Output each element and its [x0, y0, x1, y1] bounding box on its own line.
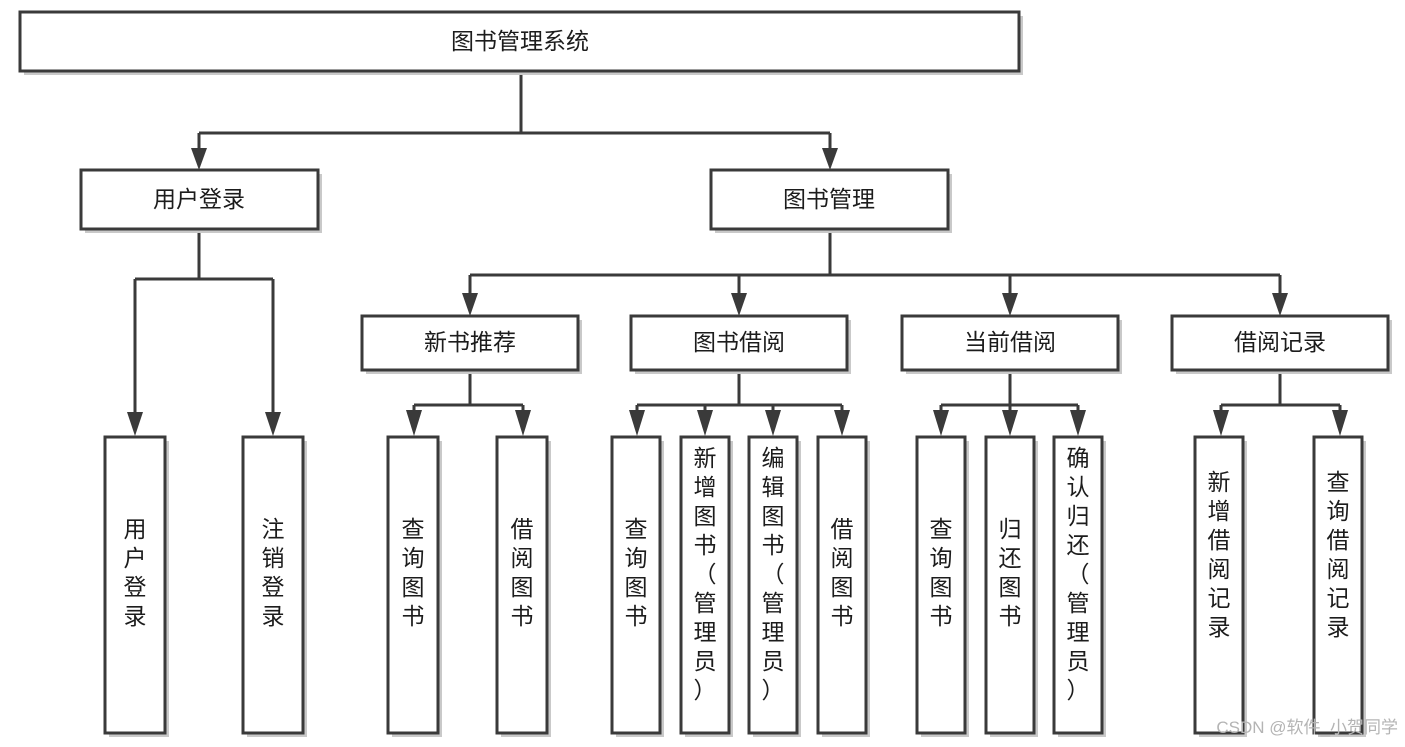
node-leaf-edit-book[interactable]: 编辑图书（管理员） — [747, 435, 801, 737]
arrowhead-leaf-query-book-1 — [406, 410, 422, 436]
node-leaf-return-book[interactable]: 归还图书 — [984, 435, 1038, 737]
node-user-login-box[interactable] — [79, 168, 320, 231]
node-leaf-query-record[interactable]: 查询借阅记录 — [1312, 435, 1366, 737]
node-leaf-query-book-2[interactable]: 查询图书 — [610, 435, 664, 737]
connector-layer — [127, 75, 1348, 436]
node-leaf-borrow-book-2-label: 借阅图书 — [831, 516, 854, 629]
node-leaf-user-login-box[interactable] — [103, 435, 167, 735]
node-leaf-add-record-box[interactable] — [1193, 435, 1245, 735]
node-leaf-borrow-book-1-box[interactable] — [495, 435, 549, 735]
arrowhead-leaf-edit-book — [765, 410, 781, 436]
node-leaf-query-book-1-label: 查询图书 — [402, 516, 425, 629]
arrowhead-leaf-borrow-book-1 — [515, 410, 531, 436]
node-current-borrow-label: 当前借阅 — [964, 329, 1056, 355]
arrowhead-leaf-query-record — [1332, 410, 1348, 436]
node-leaf-user-login-label: 用户登录 — [124, 516, 147, 629]
node-leaf-query-record-box[interactable] — [1312, 435, 1364, 735]
node-leaf-query-book-1[interactable]: 查询图书 — [386, 435, 442, 737]
node-user-login[interactable]: 用户登录 — [79, 168, 322, 233]
node-current-borrow[interactable]: 当前借阅 — [900, 314, 1122, 374]
arrowhead-new-book-recommend — [462, 293, 478, 316]
node-leaf-query-book-3[interactable]: 查询图书 — [915, 435, 969, 737]
node-leaf-confirm-return[interactable]: 确认归还（管理员） — [1052, 435, 1106, 737]
arrowhead-leaf-add-book — [697, 410, 713, 436]
node-leaf-return-book-box[interactable] — [984, 435, 1036, 735]
watermark-label: CSDN @软件_小贺同学 — [1216, 718, 1398, 737]
node-leaf-query-book-3-label: 查询图书 — [930, 516, 953, 629]
node-borrow-record-label: 借阅记录 — [1234, 329, 1326, 355]
node-book-manage-label: 图书管理 — [783, 186, 875, 212]
node-borrow-record[interactable]: 借阅记录 — [1170, 314, 1392, 374]
node-leaf-return-book-label: 归还图书 — [999, 516, 1022, 629]
node-leaf-borrow-book-1-label: 借阅图书 — [511, 516, 534, 629]
arrowhead-leaf-return-book — [1002, 410, 1018, 436]
node-book-borrow[interactable]: 图书借阅 — [629, 314, 851, 374]
node-leaf-query-record-label: 查询借阅记录 — [1327, 469, 1350, 640]
node-book-manage[interactable]: 图书管理 — [709, 168, 952, 233]
arrowhead-book-borrow — [731, 293, 747, 316]
arrowhead-current-borrow — [1002, 293, 1018, 316]
arrowhead-leaf-query-book-2 — [629, 410, 645, 436]
node-leaf-add-record-label: 新增借阅记录 — [1208, 469, 1231, 640]
arrowhead-leaf-user-login — [127, 412, 143, 436]
node-leaf-query-book-1-box[interactable] — [386, 435, 440, 735]
node-leaf-add-record[interactable]: 新增借阅记录 — [1193, 435, 1247, 737]
arrowhead-leaf-borrow-book-2 — [834, 410, 850, 436]
arrowhead-borrow-record — [1272, 293, 1288, 316]
node-leaf-query-book-2-label: 查询图书 — [625, 516, 648, 629]
node-leaf-borrow-book-2[interactable]: 借阅图书 — [816, 435, 870, 737]
node-leaf-borrow-book-2-box[interactable] — [816, 435, 868, 735]
arrowhead-user-login — [191, 148, 207, 170]
node-leaf-add-book-box[interactable] — [679, 435, 731, 735]
arrowhead-leaf-confirm-return — [1070, 410, 1086, 436]
node-leaf-confirm-return-box[interactable] — [1052, 435, 1104, 735]
node-leaf-query-book-2-box[interactable] — [610, 435, 662, 735]
arrowhead-leaf-add-record — [1213, 410, 1229, 436]
node-leaf-user-login[interactable]: 用户登录 — [103, 435, 169, 737]
node-leaf-user-logout-label: 注销登录 — [262, 516, 285, 629]
node-book-manage-box[interactable] — [709, 168, 950, 231]
node-leaf-query-book-3-box[interactable] — [915, 435, 967, 735]
node-book-borrow-box[interactable] — [629, 314, 849, 372]
node-leaf-user-logout[interactable]: 注销登录 — [241, 435, 307, 737]
arrowhead-leaf-user-logout — [265, 412, 281, 436]
node-borrow-record-box[interactable] — [1170, 314, 1390, 372]
node-root-label: 图书管理系统 — [451, 28, 589, 54]
node-root-box[interactable] — [18, 10, 1021, 73]
node-root[interactable]: 图书管理系统 — [18, 10, 1023, 75]
node-leaf-borrow-book-1[interactable]: 借阅图书 — [495, 435, 551, 737]
node-leaf-edit-book-label: 编辑图书（管理员） — [762, 445, 785, 703]
node-leaf-edit-book-box[interactable] — [747, 435, 799, 735]
arrowhead-book-manage — [822, 148, 838, 170]
node-book-borrow-label: 图书借阅 — [693, 329, 785, 355]
arrowhead-leaf-query-book-3 — [933, 410, 949, 436]
node-new-book-recommend-label: 新书推荐 — [424, 329, 516, 355]
node-leaf-user-logout-box[interactable] — [241, 435, 305, 735]
node-new-book-recommend-box[interactable] — [360, 314, 580, 372]
node-user-login-label: 用户登录 — [153, 186, 245, 212]
node-leaf-confirm-return-label: 确认归还（管理员） — [1067, 445, 1090, 703]
node-leaf-add-book[interactable]: 新增图书（管理员） — [679, 435, 733, 737]
node-leaf-add-book-label: 新增图书（管理员） — [694, 445, 717, 703]
node-new-book-recommend[interactable]: 新书推荐 — [360, 314, 582, 374]
node-current-borrow-box[interactable] — [900, 314, 1120, 372]
